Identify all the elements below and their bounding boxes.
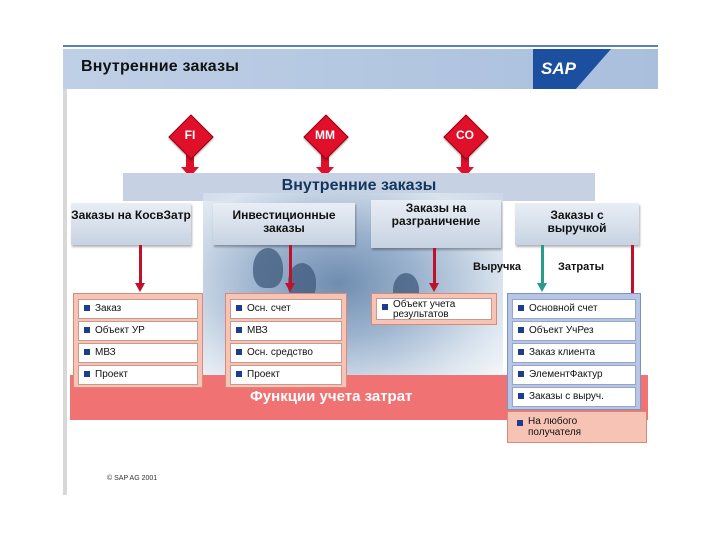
list-item: Проект — [78, 365, 198, 385]
co-label: CO — [456, 128, 474, 142]
list-item-label: Объект учета результатов — [393, 299, 456, 320]
list-item: Объект учета результатов — [376, 298, 492, 320]
list-item: Объект УР — [78, 321, 198, 341]
person-silhouette — [253, 248, 283, 288]
list-item: Заказы с выруч. — [512, 387, 636, 407]
overhead-orders-box: Заказы на КосвЗатр — [71, 203, 191, 245]
bullet-icon — [84, 349, 90, 355]
copyright: © SAP AG 2001 — [107, 475, 158, 482]
list-item: Основной счет — [512, 299, 636, 319]
co-arrow-head — [456, 167, 474, 177]
fi-label: FI — [184, 128, 196, 142]
list-item-label: Объект УР — [95, 325, 145, 336]
list-item-label: Проект — [247, 369, 280, 380]
any-receiver-panel: На любого получателя — [507, 411, 647, 443]
bullet-icon — [236, 327, 242, 333]
mm-arrow-stem — [321, 151, 329, 171]
list-item: Осн. средство — [230, 343, 342, 363]
mm-label: MM — [315, 128, 335, 142]
overhead-connector — [139, 245, 142, 285]
list-item: МВЗ — [78, 343, 198, 363]
bullet-icon — [518, 305, 524, 311]
bullet-icon — [236, 371, 242, 377]
top-rule — [63, 45, 658, 47]
list-item-label: Заказ — [95, 303, 122, 314]
bullet-icon — [236, 349, 242, 355]
bullet-icon — [236, 305, 242, 311]
bullet-icon — [518, 349, 524, 355]
revenue-label: Выручка — [473, 261, 522, 273]
investment-orders-box: Инвестиционные заказы — [213, 203, 355, 245]
accrual-connector — [433, 248, 436, 285]
investment-arrowhead — [285, 283, 295, 292]
overhead-panel: Заказ Объект УР МВЗ Проект — [73, 293, 203, 388]
bullet-icon — [84, 305, 90, 311]
bullet-icon — [518, 327, 524, 333]
revenue-orders-label: Заказы с выручкой — [547, 208, 607, 235]
list-item: Заказ клиента — [512, 343, 636, 363]
band-title: Внутренние заказы — [281, 177, 437, 194]
accrual-orders-label: Заказы на разграничение — [391, 201, 481, 228]
list-item-label: Объект УчРез — [529, 325, 594, 336]
list-item-label: МВЗ — [247, 325, 268, 336]
overhead-orders-label: Заказы на КосвЗатр — [71, 208, 191, 222]
revenue-arrowhead — [537, 283, 547, 292]
investment-panel: Осн. счет МВЗ Осн. средство Проект — [225, 293, 347, 388]
bullet-icon — [382, 304, 388, 310]
fi-arrow-head — [181, 167, 199, 177]
bullet-icon — [518, 393, 524, 399]
list-item-label: ЭлементФактур — [529, 369, 603, 380]
list-item: Заказ — [78, 299, 198, 319]
list-item-label: Основной счет — [529, 303, 598, 314]
sap-logo: SAP — [533, 49, 611, 89]
investment-connector — [289, 245, 292, 285]
bullet-icon — [517, 420, 523, 426]
list-item: МВЗ — [230, 321, 342, 341]
cost-functions-label: Функции учета затрат — [250, 388, 413, 405]
list-item-label: МВЗ — [95, 347, 116, 358]
overhead-arrowhead — [135, 283, 145, 292]
accrual-orders-box: Заказы на разграничение — [371, 200, 501, 248]
accrual-panel: Объект учета результатов — [371, 293, 497, 325]
list-item-label: Осн. средство — [247, 347, 313, 358]
revenue-panel: Основной счет Объект УчРез Заказ клиента… — [507, 293, 641, 410]
list-item: На любого получателя — [512, 415, 592, 438]
list-item-label: Проект — [95, 369, 128, 380]
list-item-label: На любого получателя — [528, 416, 582, 438]
list-item-label: Осн. счет — [247, 303, 291, 314]
revenue-orders-box: Заказы с выручкой — [515, 203, 639, 245]
slide: Внутренние заказы SAP FI MM CO Внутренни… — [63, 43, 658, 495]
bullet-icon — [84, 371, 90, 377]
sap-logo-text: SAP — [541, 59, 576, 78]
slide-title: Внутренние заказы — [81, 58, 240, 75]
fi-arrow-stem — [186, 151, 194, 171]
costs-label: Затраты — [558, 261, 605, 273]
left-stripe — [63, 89, 67, 495]
list-item-label: Заказ клиента — [529, 347, 596, 358]
accrual-arrowhead — [429, 283, 439, 292]
investment-orders-label: Инвестиционные заказы — [232, 208, 336, 235]
bullet-icon — [84, 327, 90, 333]
list-item: Проект — [230, 365, 342, 385]
list-item: Объект УчРез — [512, 321, 636, 341]
revenue-connector — [541, 245, 544, 285]
bullet-icon — [518, 371, 524, 377]
list-item: Осн. счет — [230, 299, 342, 319]
list-item: ЭлементФактур — [512, 365, 636, 385]
mm-arrow-head — [316, 167, 334, 177]
co-arrow-stem — [461, 151, 469, 171]
list-item-label: Заказы с выруч. — [529, 391, 604, 402]
